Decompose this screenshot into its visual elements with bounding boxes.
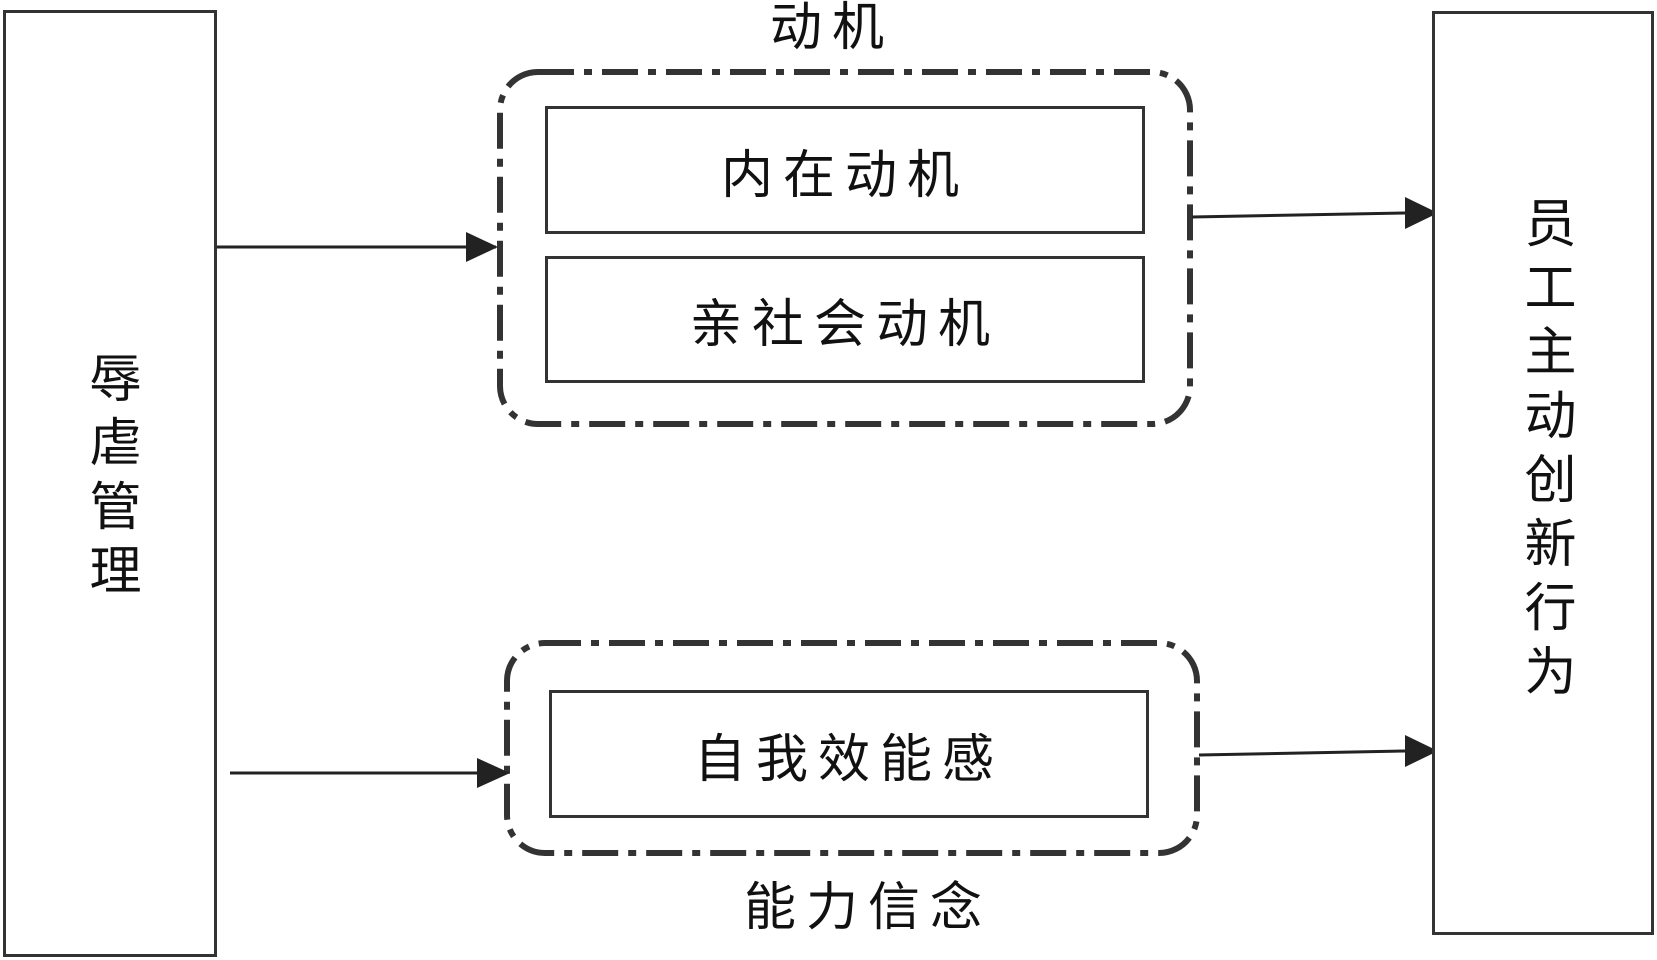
- proactive-innovation-label: 员工主动创新行为: [1515, 196, 1575, 708]
- self-efficacy-box: 自我效能感: [549, 690, 1149, 818]
- intrinsic-motivation-box: 内在动机: [545, 106, 1145, 234]
- arrowhead-motivation-to-innovation: [1405, 197, 1438, 229]
- motivation-group-frame: [497, 69, 1193, 427]
- prosocial-motivation-label: 亲社会动机: [689, 295, 1000, 355]
- proactive-innovation-box: 员工主动创新行为: [1432, 11, 1654, 935]
- arrowhead-ability-to-innovation: [1405, 735, 1438, 767]
- arrow-motivation-to-innovation: [1191, 211, 1406, 219]
- motivation-group-caption: 动机: [770, 0, 895, 58]
- intrinsic-motivation-label: 内在动机: [720, 145, 969, 206]
- prosocial-motivation-box: 亲社会动机: [545, 256, 1145, 383]
- arrowhead-abuse-to-ability: [477, 758, 510, 788]
- arrowhead-abuse-to-motivation: [466, 232, 498, 262]
- self-efficacy-label: 自我效能感: [693, 729, 1004, 790]
- ability-group-caption: 能力信念: [744, 878, 993, 938]
- abusive-supervision-box: 辱虐管理: [3, 10, 217, 957]
- ability-group-frame: [504, 640, 1200, 856]
- arrow-ability-to-innovation: [1198, 749, 1406, 757]
- abusive-supervision-label: 辱虐管理: [80, 351, 140, 607]
